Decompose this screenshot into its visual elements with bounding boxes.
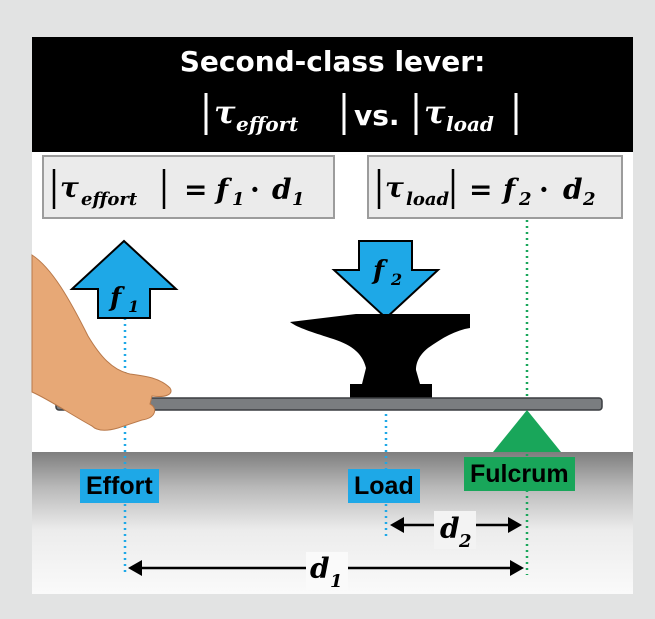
eq-left-f-sub: 1 [232,189,245,210]
load-force-symbol: f [371,256,388,286]
load-force-sub: 2 [390,270,402,289]
d2-sub: 2 [458,531,472,552]
title-tau-effort: τ [214,93,236,131]
load-torque-equation: τ load = f 2 · d 2 [367,155,623,219]
title-formula: τ effort vs. τ load [204,93,518,136]
effort-torque-equation: τ effort = f 1 · d 1 [42,155,335,219]
eq-left-dot: · [250,173,260,206]
effort-force-arrow [69,239,179,319]
title-bar: Second-class lever: τ effort vs. τ load [32,37,633,152]
eq-right-dot: · [539,173,549,206]
title-line2: τ effort vs. τ load [32,89,633,139]
svg-text:=: = [469,173,492,206]
effort-force-symbol: f [108,283,125,313]
d1-sub: 1 [330,571,343,592]
eq-left-d: d [272,173,292,206]
eq-left-d-sub: 1 [292,189,305,210]
eq-right-tau: τ [385,171,404,204]
eq-right-d: d [563,173,583,206]
fulcrum-label: Fulcrum [464,457,575,491]
d2-symbol: d [440,512,460,545]
title-tau-load: τ [424,93,446,131]
eq-right-f-sub: 2 [518,189,532,210]
title-load-sub: load [446,112,494,136]
eq-left-sub: effort [81,189,138,210]
load-force-arrow [331,240,441,320]
load-label: Load [348,469,420,503]
title-vs: vs. [354,99,400,132]
anvil [290,314,470,398]
title-line1: Second-class lever: [179,45,486,78]
hand [31,254,172,431]
title-effort-sub: effort [236,112,299,136]
eq-left-tau: τ [60,171,79,204]
eq-right-sub: load [406,189,450,210]
effort-label: Effort [80,469,159,503]
d1-symbol: d [310,552,330,585]
effort-force-sub: 1 [128,297,139,316]
svg-text:=: = [184,173,207,206]
eq-right-d-sub: 2 [582,189,596,210]
fulcrum-triangle [493,410,561,452]
